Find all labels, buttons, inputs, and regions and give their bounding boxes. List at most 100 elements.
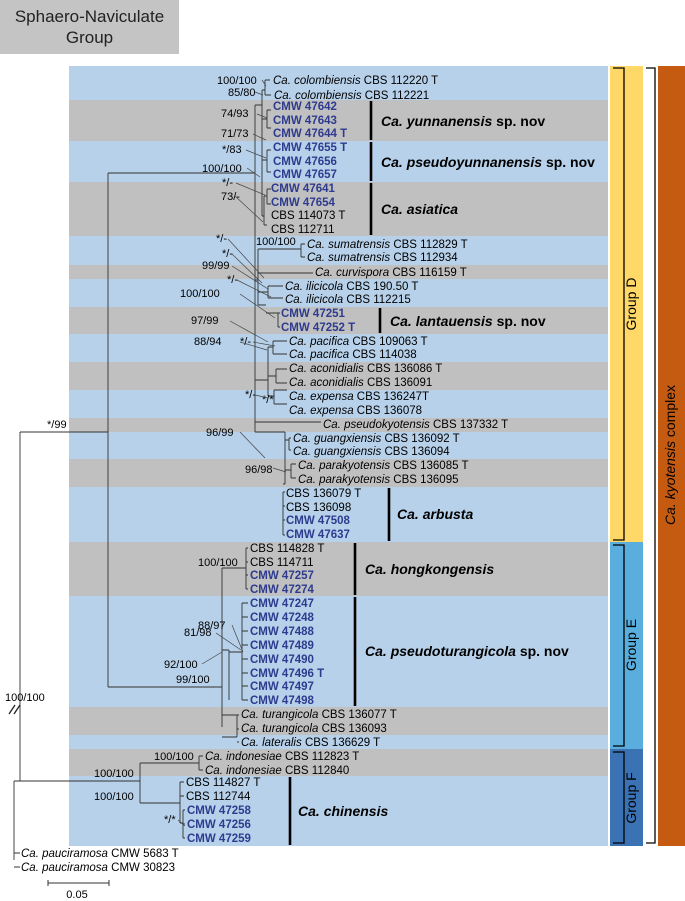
support-value: 100/100 — [180, 288, 220, 300]
support-value: 73/- — [221, 191, 240, 203]
band-light — [69, 735, 608, 749]
tip-label-cmw: CMW 47641 — [271, 183, 336, 195]
tip-label-cmw: CMW 47252 T — [281, 322, 355, 334]
tip-label: CBS 112744 — [186, 791, 251, 803]
support-value: 96/98 — [245, 464, 273, 476]
support-value: */* — [262, 394, 274, 406]
band-light — [69, 66, 608, 100]
tip-label: Ca. curvispora CBS 116159 T — [315, 267, 467, 279]
tip-label: CBS 136079 T — [286, 488, 361, 500]
tip-label: Ca. expensa CBS 136078 — [289, 405, 422, 417]
tip-label-cmw: CMW 47248 — [250, 612, 315, 624]
support-value: 81/98 — [184, 627, 212, 639]
band-gray — [69, 459, 608, 487]
support-value: 100/100 — [256, 236, 296, 248]
complex-suffix: complex — [662, 385, 678, 437]
tip-label-cmw: CMW 47498 — [250, 695, 315, 707]
tip-label: CBS 114827 T — [186, 777, 260, 789]
support-value: */- — [245, 389, 256, 401]
clade-label-hongkongensis: Ca. hongkongensis — [365, 561, 494, 577]
tip-label-cmw: CMW 47247 — [250, 598, 314, 610]
clade-label-pseudoyunnanensis: Ca. pseudoyunnanensis sp. nov — [381, 154, 595, 170]
band-gray — [69, 100, 608, 141]
tip-label-cmw: CMW 47497 — [250, 681, 314, 693]
band-light — [69, 432, 608, 459]
support-value: 96/99 — [206, 427, 234, 439]
support-value: 71/73 — [221, 128, 249, 140]
tip-label: Ca. ilicicola CBS 112215 — [285, 294, 411, 306]
support-value: */* — [164, 814, 176, 826]
tip-label-cmw: CMW 47643 — [273, 115, 337, 127]
tip-label: Ca. indonesiae CBS 112840 — [205, 765, 349, 777]
group-e-label: Group E — [623, 619, 639, 671]
tip-label: Ca. guangxiensis CBS 136092 T — [293, 433, 460, 445]
tip-label-cmw: CMW 47657 — [273, 169, 337, 181]
support-leader-lines — [177, 79, 287, 827]
band-light — [69, 236, 608, 265]
group-e-bar — [610, 542, 643, 749]
tip-label: Ca. pseudokyotensis CBS 137332 T — [323, 419, 508, 431]
tip-label: Ca. expensa CBS 136247T — [289, 391, 429, 403]
tip-label: Ca. turangicola CBS 136093 — [241, 723, 387, 735]
clade-label-lantauensis: Ca. lantauensis sp. nov — [390, 313, 546, 329]
tip-label-cmw: CMW 47654 — [271, 197, 336, 209]
band-gray — [69, 418, 608, 432]
band-light — [69, 776, 608, 846]
support-value: 85/80 — [228, 87, 256, 99]
scale-label: 0.05 — [66, 889, 87, 901]
clade-bars — [288, 101, 391, 845]
group-d-bar — [610, 66, 643, 542]
clade-names: Ca. yunnanensis sp. nov Ca. pseudoyunnan… — [298, 113, 595, 819]
complex-label: Ca. kyotensis complex — [662, 385, 678, 525]
clade-bands — [69, 66, 608, 846]
support-value: 92/100 — [164, 659, 198, 671]
group-d-label: Group D — [623, 278, 639, 331]
root-break-mark — [8, 704, 21, 715]
tip-label-cmw: CMW 47637 — [286, 529, 350, 541]
band-gray — [69, 182, 608, 236]
band-gray — [69, 542, 608, 596]
tip-label-cmw: CMW 47488 — [250, 626, 315, 638]
group-f-bar — [610, 749, 643, 846]
support-value: */99 — [47, 419, 67, 431]
tip-label: CBS 114711 — [250, 557, 314, 569]
tip-label: Ca. lateralis CBS 136629 T — [241, 737, 380, 749]
support-value: */83 — [222, 144, 242, 156]
group-f-bracket — [613, 751, 625, 844]
tip-label: Ca. colombiensis CBS 112220 T — [273, 75, 438, 87]
support-value: 74/93 — [221, 108, 249, 120]
group-header-line2: Group — [65, 28, 114, 47]
tip-label: Ca. turangicola CBS 136077 T — [241, 709, 397, 721]
support-value: 97/99 — [191, 315, 219, 327]
tip-label-cmw: CMW 47644 T — [273, 128, 347, 140]
complex-bar — [658, 66, 685, 846]
group-header-line1: Sphaero-Naviculate — [14, 7, 165, 26]
tip-label: Ca. aconidialis CBS 136086 T — [289, 363, 442, 375]
tip-label-cmw: CMW 47656 — [273, 156, 337, 168]
tip-label: Ca. pacifica CBS 109063 T — [289, 336, 428, 348]
band-light — [69, 596, 608, 707]
tip-label: CBS 114073 T — [271, 210, 345, 222]
tip-label: Ca. colombiensis CBS 112221 — [274, 90, 429, 102]
support-value: 88/97 — [198, 620, 226, 632]
support-values: 100/100 85/80 74/93 71/73 */83 100/100 *… — [5, 75, 296, 826]
tree-branches — [13, 79, 321, 868]
tip-label-cmw: CMW 47642 — [273, 101, 337, 113]
band-light — [69, 279, 608, 307]
tip-label-cmw: CMW 47251 — [281, 308, 346, 320]
tip-label: Ca. sumatrensis CBS 112934 — [307, 252, 458, 264]
tip-label: Ca. pacifica CBS 114038 — [289, 349, 417, 361]
band-gray — [69, 707, 608, 735]
support-value: */- — [240, 336, 251, 348]
support-value: */- — [227, 274, 238, 286]
clade-label-asiatica: Ca. asiatica — [381, 201, 458, 217]
support-value: */- — [222, 248, 233, 260]
band-gray — [69, 362, 608, 390]
tip-label: CBS 114828 T — [250, 543, 324, 555]
band-gray — [69, 749, 608, 776]
complex-genus: Ca. — [662, 503, 678, 525]
clade-label-chinensis: Ca. chinensis — [298, 803, 388, 819]
tip-label: Ca. indonesiae CBS 112823 T — [205, 751, 359, 763]
tip-label-cmw: CMW 47489 — [250, 640, 314, 652]
